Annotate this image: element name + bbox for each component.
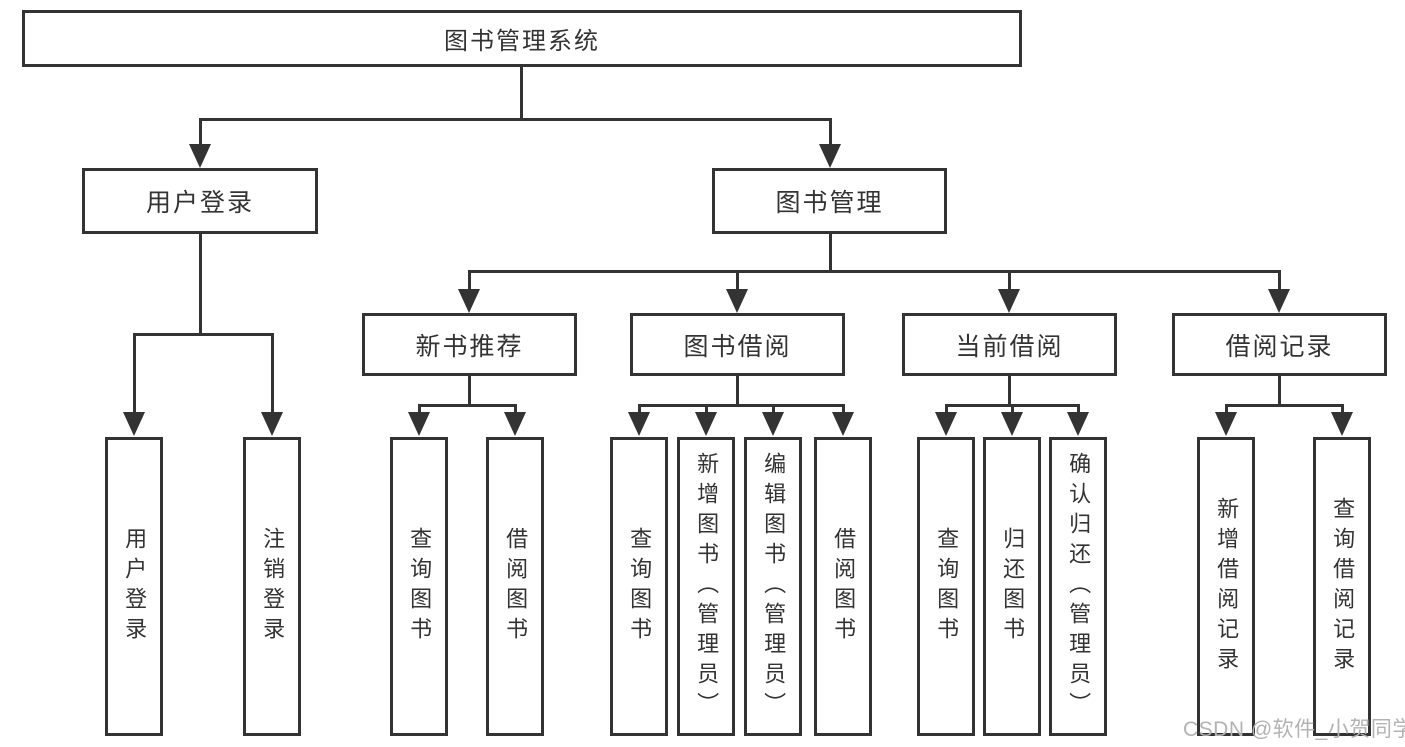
leaf-logout: 注销登录 [243, 437, 301, 736]
connector-line [842, 404, 845, 416]
arrowhead-down-icon [1268, 289, 1290, 313]
node-label: 图书管理系统 [444, 28, 600, 55]
leaf-query-books-recommend: 查询图书 [390, 437, 448, 736]
node-label: 确认归还（管理员） [1066, 451, 1092, 722]
node-book-management: 图书管理 [712, 168, 947, 234]
connector-line [1008, 270, 1011, 292]
arrowhead-down-icon [695, 412, 717, 436]
connector-line [1341, 404, 1344, 416]
arrowhead-down-icon [819, 144, 841, 168]
connector-line [1225, 404, 1228, 416]
arrowhead-down-icon [408, 412, 430, 436]
arrowhead-down-icon [1331, 412, 1353, 436]
arrowhead-down-icon [628, 412, 650, 436]
node-label: 当前借阅 [955, 332, 1064, 361]
connector-line [772, 404, 775, 416]
node-label: 编辑图书（管理员） [761, 451, 787, 722]
node-label: 图书管理 [775, 189, 884, 217]
connector-line [199, 118, 832, 121]
node-label: 注销登录 [260, 526, 286, 647]
connector-line [418, 404, 421, 416]
leaf-user-login: 用户登录 [105, 437, 163, 736]
node-label: 借阅记录 [1225, 332, 1334, 361]
leaf-borrow-books-borrowing: 借阅图书 [814, 437, 872, 736]
arrowhead-down-icon [1067, 412, 1089, 436]
connector-line [1278, 270, 1281, 292]
arrowhead-down-icon [832, 412, 854, 436]
arrowhead-down-icon [261, 412, 283, 436]
node-label: 查询图书 [934, 526, 960, 647]
node-label: 借阅图书 [503, 526, 529, 647]
connector-line [945, 404, 948, 416]
arrowhead-down-icon [762, 412, 784, 436]
node-label: 查询借阅记录 [1330, 496, 1356, 677]
connector-line [638, 404, 845, 407]
connector-line [736, 375, 739, 406]
arrowhead-down-icon [1215, 412, 1237, 436]
node-user-login: 用户登录 [82, 168, 318, 234]
arrowhead-down-icon [1001, 412, 1023, 436]
arrowhead-down-icon [726, 289, 748, 313]
connector-line [133, 333, 136, 413]
node-label: 用户登录 [122, 526, 148, 647]
node-new-book-recommend: 新书推荐 [362, 313, 577, 376]
connector-line [1077, 404, 1080, 416]
leaf-borrow-books-recommend: 借阅图书 [486, 437, 544, 736]
arrowhead-down-icon [189, 144, 211, 168]
node-label: 新书推荐 [415, 332, 524, 361]
connector-line [1225, 404, 1344, 407]
connector-line [199, 118, 202, 148]
connector-line [705, 404, 708, 416]
node-label: 新增借阅记录 [1214, 496, 1240, 677]
node-label: 归还图书 [1000, 526, 1026, 647]
arrowhead-down-icon [123, 412, 145, 436]
connector-line [133, 333, 274, 336]
leaf-query-borrow-record: 查询借阅记录 [1313, 437, 1371, 736]
arrowhead-down-icon [504, 412, 526, 436]
connector-line [271, 333, 274, 413]
node-label: 新增图书（管理员） [694, 451, 720, 722]
connector-line [468, 375, 471, 406]
node-current-borrowing: 当前借阅 [902, 313, 1117, 376]
node-label: 查询图书 [627, 526, 653, 647]
connector-line [1008, 375, 1011, 406]
connector-line [468, 270, 1281, 273]
connector-line [418, 404, 517, 407]
leaf-return-books: 归还图书 [983, 437, 1041, 736]
leaf-query-books-current: 查询图书 [917, 437, 975, 736]
connector-line [829, 118, 832, 148]
connector-line [1278, 375, 1281, 406]
leaf-add-borrow-record: 新增借阅记录 [1197, 437, 1255, 736]
connector-line [520, 66, 523, 121]
csdn-watermark: CSDN @软件_小贺同学 [1183, 718, 1405, 741]
arrowhead-down-icon [458, 289, 480, 313]
leaf-add-book-admin: 新增图书（管理员） [677, 437, 735, 736]
node-borrowing-records: 借阅记录 [1172, 313, 1387, 376]
arrowhead-down-icon [935, 412, 957, 436]
connector-line [829, 232, 832, 272]
connector-line [638, 404, 641, 416]
node-library-system: 图书管理系统 [22, 10, 1022, 67]
connector-line [1011, 404, 1014, 416]
leaf-edit-book-admin: 编辑图书（管理员） [744, 437, 802, 736]
connector-line [736, 270, 739, 292]
arrowhead-down-icon [998, 289, 1020, 313]
connector-line [468, 270, 471, 292]
leaf-query-books-borrowing: 查询图书 [610, 437, 668, 736]
connector-line [199, 232, 202, 336]
node-label: 用户登录 [145, 189, 254, 217]
node-book-borrowing: 图书借阅 [630, 313, 845, 376]
node-label: 图书借阅 [683, 332, 792, 361]
connector-line [514, 404, 517, 416]
node-label: 查询图书 [407, 526, 433, 647]
leaf-confirm-return-admin: 确认归还（管理员） [1049, 437, 1107, 736]
node-label: 借阅图书 [831, 526, 857, 647]
